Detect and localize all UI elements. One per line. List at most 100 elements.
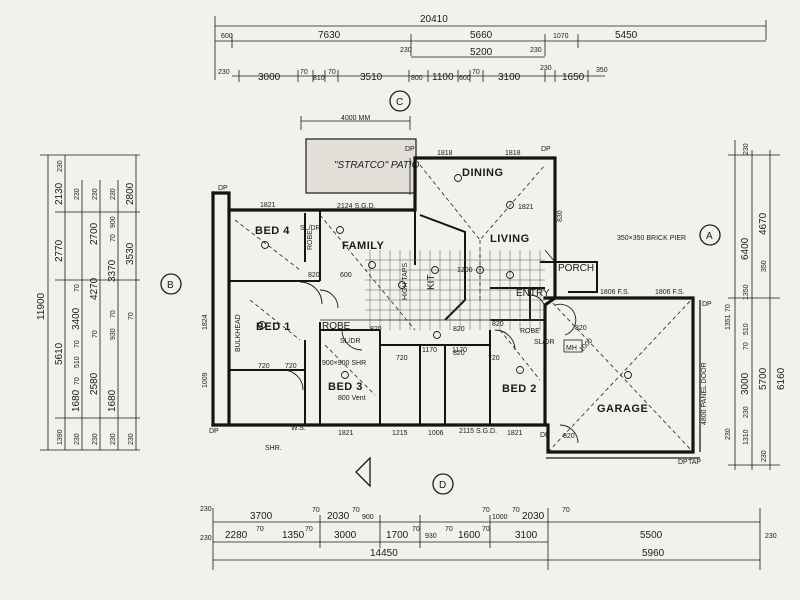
inner-dimensions: 1821 1818 1818 1821 1215 1006 1821 1824 … [202, 150, 595, 440]
dim-right-c1-4: 1350 [743, 284, 750, 300]
win-bottom-3: 1821 [507, 430, 523, 437]
dim-bot-r1-9: 2030 [522, 511, 545, 522]
dim-left-c1-4: 1390 [57, 429, 64, 445]
room-entry: ENTRY [516, 288, 550, 299]
dim-left-c2-7: 230 [74, 433, 81, 445]
dim-bot-r2-5: 3000 [334, 530, 357, 541]
bath-dim-0: 1170 [422, 347, 437, 354]
dim-top-r3-12: 1650 [562, 72, 585, 83]
dim-bot-r2-7: 70 [412, 526, 420, 533]
dim-bot-r2-10: 1600 [458, 530, 481, 541]
door-4: 720 [258, 363, 270, 370]
interior-walls [229, 158, 545, 425]
dim-left-c5-3: 230 [128, 433, 135, 445]
garage-door-dim: 820 [575, 325, 587, 332]
dim-right-c2-6: 1310 [743, 429, 750, 445]
room-robe1: ROBE [322, 321, 351, 332]
dim-bot-r1-7: 1000 [492, 514, 508, 521]
dim-bot-r1-0: 230 [200, 506, 212, 513]
dim-bot-r1-6: 70 [482, 507, 490, 514]
dim-top-r1-0: 600 [221, 33, 233, 40]
patio-width: 4000 MM [341, 115, 370, 122]
door-9: 720 [488, 355, 500, 362]
door-sl-dr1: SL/DR [340, 338, 361, 345]
dim-top-r3-5: 3510 [360, 72, 383, 83]
dim-left-c4-3: 3370 [107, 259, 118, 282]
win-top-0: 1821 [260, 202, 276, 209]
dim-bot-right-total: 5960 [642, 548, 665, 559]
dim-top-r3-1: 3000 [258, 72, 281, 83]
room-bed3-sub: 800 Vent [338, 395, 366, 402]
dim-right-c2-5: 230 [743, 406, 750, 418]
dim-left-overall: 11900 [36, 292, 47, 320]
note-ws: W.S. [291, 425, 306, 432]
dim-top-r3-9: 70 [472, 69, 480, 76]
door-1: 820 [370, 326, 382, 333]
dim-right-c3-0: 230 [725, 428, 732, 440]
dim-bot-r2-0: 230 [200, 535, 212, 542]
dp-2: DP [218, 185, 228, 192]
dim-top-r3-0: 230 [218, 69, 230, 76]
win-bottom-0: 1821 [338, 430, 354, 437]
window-fs1: 1806 F.S. [600, 289, 630, 296]
downpipe-markers: DP DP DP DP DP DP DP [209, 146, 712, 466]
dp-0: DP [405, 146, 415, 153]
room-kitchen: KIT [426, 274, 437, 290]
dim-bot-r2-4: 70 [305, 526, 313, 533]
garage-panel-door: 4800 PANEL DOOR [701, 362, 708, 425]
building-outline: 4000 MM "STRATCO" PATIO [211, 115, 701, 459]
dim-bot-r1-2: 70 [312, 507, 320, 514]
room-robe-bed4: ROBE [307, 230, 314, 250]
dim-left-c2-1: 70 [74, 284, 81, 292]
dp-6: DP [678, 459, 688, 466]
dim-left-c4-0: 230 [110, 188, 117, 200]
dim-left-c2-3: 70 [74, 340, 81, 348]
dim-left-c3-2: 4270 [89, 277, 100, 300]
dim-bot-r1-5: 900 [362, 514, 374, 521]
room-living: LIVING [490, 233, 530, 245]
dim-left-c1-1: 2130 [54, 182, 65, 205]
dim-right-c1-2: 4670 [758, 212, 769, 235]
patio-label: "STRATCO" PATIO [334, 160, 420, 171]
door-5: 720 [285, 363, 297, 370]
dim-left-c4-2: 70 [110, 234, 117, 242]
dim-right-c2-2: 70 [743, 342, 750, 350]
dim-top-r1-1: 7630 [318, 30, 341, 41]
dim-left-c4-1: 900 [110, 216, 117, 228]
room-porch: PORCH [558, 263, 594, 274]
dim-left-c2-0: 230 [74, 188, 81, 200]
dim-top-r3-11: 230 [540, 65, 552, 72]
bottom-dimensions: 230 3700 70 2030 70 900 70 1000 70 2030 … [200, 506, 777, 570]
dim-right-c1-3: 350 [761, 260, 768, 272]
dim-left-c3-1: 2700 [89, 222, 100, 245]
dim-left-c3-5: 230 [92, 433, 99, 445]
dim-left-c2-4: 510 [74, 356, 81, 368]
room-bed3: BED 3 [328, 381, 363, 393]
dim-bot-r1-3: 2030 [327, 511, 350, 522]
dim-left-c5-0: 2800 [125, 182, 136, 205]
dim-top-r3-2: 70 [300, 69, 308, 76]
dim-left-c4-7: 230 [110, 433, 117, 445]
dim-top-r3-4: 70 [328, 69, 336, 76]
room-labels: BED 4 FAMILY DINING LIVING BED 1 BED 3 8… [235, 167, 708, 466]
win-left: 1824 [202, 314, 209, 330]
note-tap: TAP [688, 459, 701, 466]
dim-top-r1-5: 5450 [615, 30, 638, 41]
patio-slab [305, 138, 417, 194]
dim-left-c4-4: 70 [110, 310, 117, 318]
section-markers: C A B D [160, 90, 721, 495]
sgd-top: 2124 S.G.D. [337, 203, 376, 210]
dim-top-r3-7: 1100 [432, 72, 454, 83]
dim-right-c2-3: 3000 [740, 372, 751, 395]
dim-right-c3-2: 230 [761, 450, 768, 462]
light-fixtures [258, 174, 632, 379]
door-2: 820 [492, 321, 504, 328]
top-dimensions: 20410 600 7630 230 5660 1070 5450 5200 2… [214, 14, 767, 83]
room-dining: DINING [462, 167, 504, 179]
dim-top-r3-10: 3100 [498, 72, 521, 83]
dp-4: DP [540, 432, 550, 439]
dim-bot-r1-10: 70 [562, 507, 570, 514]
dim-right-c3-1: 1351 [725, 314, 732, 330]
dim-bot-r2-1: 2280 [225, 530, 248, 541]
dim-bot-r1-1: 3700 [250, 511, 273, 522]
